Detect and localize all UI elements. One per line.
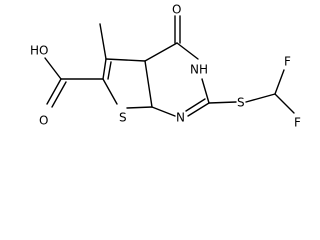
bond-c2-n1-b: [185, 98, 206, 112]
bond-thiophene-c5-c6-b: [107, 61, 112, 80]
bond-thiophene-c4a-c5: [105, 58, 146, 62]
atom-label-carbonyl-o: O: [172, 3, 181, 17]
bond-c4a-c4: [144, 42, 178, 62]
bond-acid-c-o-double-b: [51, 81, 67, 108]
atom-label-ring-n1: N: [176, 111, 185, 125]
atom-label-ring-s: S: [119, 111, 127, 125]
atom-label-acid-oh: HO: [30, 44, 48, 58]
bond-n1-c7a: [151, 106, 176, 117]
atom-label-fluorine-top: F: [284, 55, 291, 69]
bond-thioether-s-cf2: [245, 93, 276, 103]
atom-label-thioether-s: S: [237, 96, 245, 110]
bond-c2-n1-a: [187, 102, 210, 117]
bond-thiophene-s-c7a: [126, 106, 153, 109]
bond-c2-thioether-s: [208, 101, 237, 104]
bond-acid-c-o-double-a: [46, 78, 62, 105]
bond-cf2-f-bottom: [274, 93, 295, 114]
atom-label-fluorine-bottom: F: [294, 116, 301, 130]
molecule-structure-diagram: HO O S N NH S O F F: [30, 3, 301, 130]
bond-methyl: [99, 23, 107, 60]
bond-thiophene-c7a-c4a: [144, 60, 153, 108]
bond-acid-c-oh: [44, 57, 62, 80]
bond-nh-c2: [201, 78, 210, 104]
bond-c4-nh: [176, 42, 199, 60]
bond-cf2-f-top: [274, 69, 285, 95]
bond-thiophene-c5-c6-a: [102, 58, 107, 80]
atom-label-ring-nh: NH: [190, 63, 208, 77]
atom-label-acid-o: O: [39, 114, 48, 128]
bond-thiophene-c6-s: [102, 78, 118, 105]
